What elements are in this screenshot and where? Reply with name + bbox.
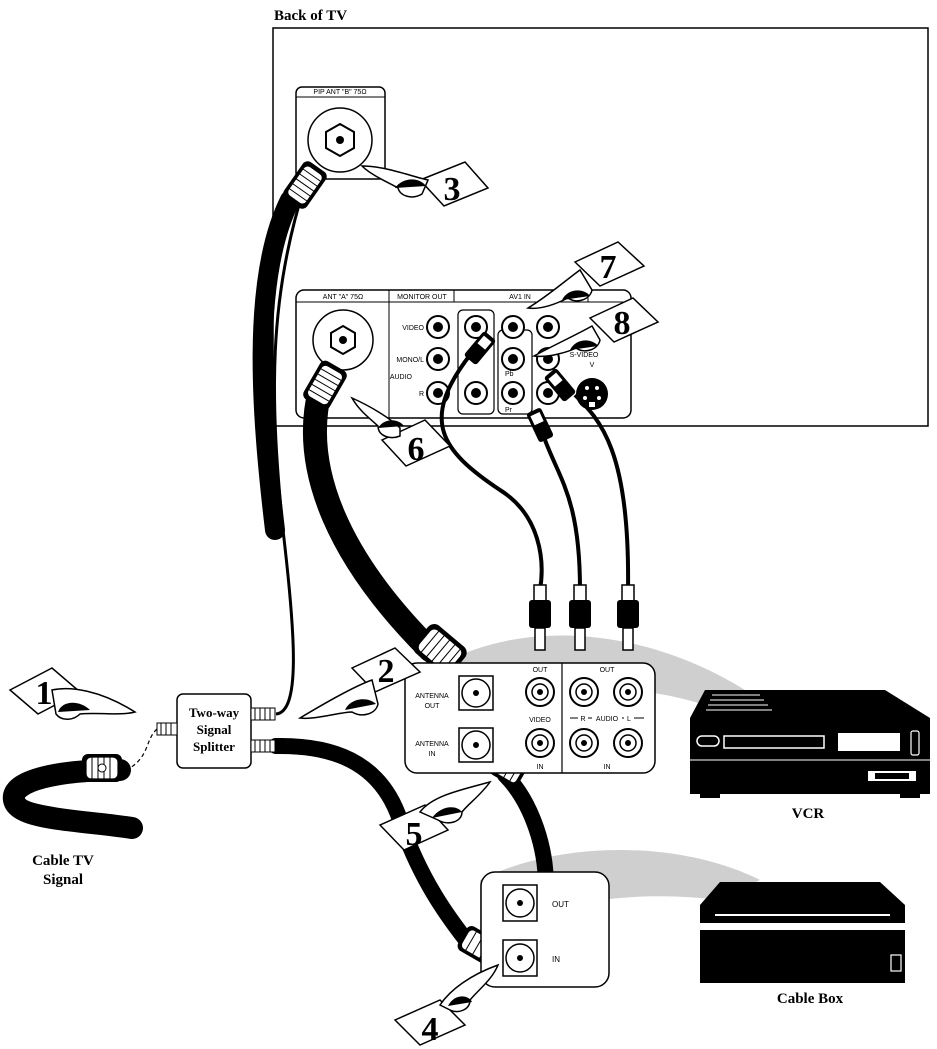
vcr-in-right-label: IN [604, 764, 611, 771]
vcr-audio-l-label: L [627, 716, 631, 723]
splitter-label-line1: Two-way [189, 705, 240, 720]
step-2-callout: 2 [300, 648, 420, 718]
cable-signal-label-line1: Cable TV [32, 853, 94, 869]
step-6-number: 6 [408, 431, 425, 468]
vcr-label: VCR [792, 806, 825, 822]
mono-l-label: MONO/L [396, 357, 424, 364]
cable-signal-label-line2: Signal [43, 872, 83, 888]
s-video-v-label: V [590, 362, 595, 369]
vcr-antenna-out-label-1: ANTENNA [415, 693, 449, 700]
tv-title: Back of TV [274, 8, 347, 24]
step-4-callout: 4 [395, 965, 498, 1048]
cablebox-jack-panel: OUT IN [481, 872, 609, 987]
rca-cable-audio-r [545, 440, 580, 590]
cablebox-device [700, 882, 905, 983]
ant-a-label: ANT "A" 75Ω [323, 294, 363, 301]
r-label: R [419, 391, 424, 398]
step-3-number: 3 [444, 171, 461, 208]
cable-tv-signal-cable [14, 729, 157, 828]
vcr-antenna-out-label-2: OUT [425, 703, 441, 710]
pb-label: Pb [505, 371, 514, 378]
cablebox-out-label: OUT [552, 900, 569, 909]
step-5-callout: 5 [380, 782, 490, 853]
av1-in-label: AV1 IN [509, 294, 531, 301]
pip-panel-label: PIP ANT "B" 75Ω [313, 89, 366, 96]
vcr-audio-r-label: R [580, 716, 585, 723]
vcr-audio-label: AUDIO [596, 716, 619, 723]
vcr-out-left-label: OUT [533, 667, 549, 674]
vcr-video-label: VIDEO [529, 717, 551, 724]
step-2-number: 2 [378, 653, 395, 690]
pr-label: Pr [505, 407, 513, 414]
cablebox-in-label: IN [552, 955, 560, 964]
vcr-antenna-in-label-1: ANTENNA [415, 741, 449, 748]
audio-label: AUDIO [390, 374, 413, 381]
step-4-number: 4 [422, 1011, 439, 1048]
splitter-in-port [157, 723, 177, 735]
vcr-in-left-label: IN [537, 764, 544, 771]
vcr-jack-panel: ANTENNA OUT ANTENNA IN OUT VIDEO IN OUT … [405, 663, 655, 773]
vcr-antenna-in-label-2: IN [429, 751, 436, 758]
cablebox-label: Cable Box [777, 991, 844, 1007]
vcr-out-right-label: OUT [600, 667, 616, 674]
splitter-label-line2: Signal [197, 722, 232, 737]
step-1-number: 1 [36, 675, 53, 712]
step-8-number: 8 [614, 305, 631, 342]
s-video-label: S-VIDEO [570, 352, 599, 359]
step-5-number: 5 [406, 816, 423, 853]
step-1-callout: 1 [10, 668, 135, 719]
vcr-device [690, 690, 930, 798]
step-7-number: 7 [600, 249, 617, 286]
rca-plugs-vcr [529, 585, 639, 650]
monitor-out-label: MONITOR OUT [397, 294, 447, 301]
cable-splitter-to-cablebox [276, 746, 470, 945]
splitter-label-line3: Splitter [193, 739, 235, 754]
video-label: VIDEO [402, 325, 424, 332]
